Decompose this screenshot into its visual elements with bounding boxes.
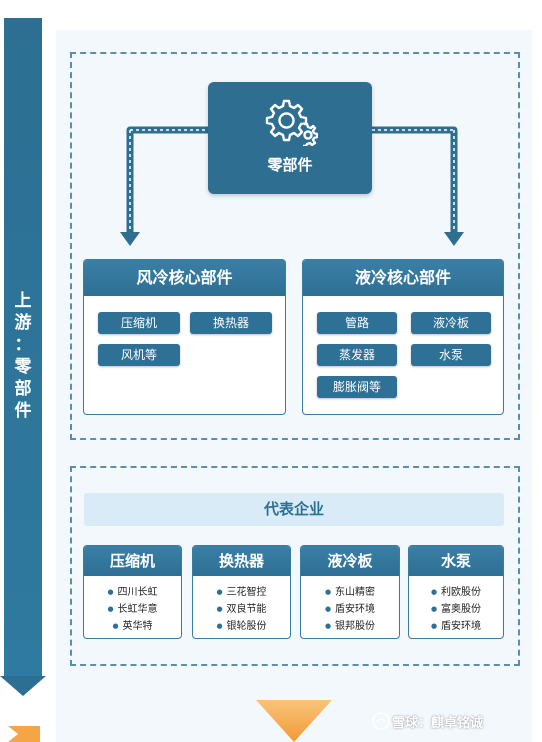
company-item: 长虹华意 [84, 601, 181, 618]
enterprise-list: 利欧股份 富奥股份 盾安环境 [409, 584, 503, 635]
watermark-text: 雪球：麒卓铭诚 [392, 716, 484, 731]
part-pipeline: 管路 [317, 312, 397, 334]
snowball-logo-icon [372, 712, 390, 730]
part-heat-exchanger: 换热器 [190, 312, 272, 334]
enterprise-card-title: 水泵 [409, 546, 503, 576]
company-item: 三花智控 [193, 584, 290, 601]
company-item: 富奥股份 [409, 601, 503, 618]
company-item: 双良节能 [193, 601, 290, 618]
liquid-cooling-card: 液冷核心部件 管路 液冷板 蒸发器 水泵 膨胀阀等 [302, 259, 504, 415]
stage-label-char: 部 [14, 379, 32, 399]
company-item: 英华特 [84, 618, 181, 635]
enterprises-header: 代表企业 [84, 493, 504, 526]
enterprise-card-heat-exchanger: 换热器 三花智控 双良节能 银轮股份 [192, 545, 291, 639]
stage-label-char: 零 [14, 357, 32, 377]
part-water-pump: 水泵 [411, 344, 491, 366]
company-item: 东山精密 [301, 584, 399, 601]
down-chevron-icon [256, 700, 332, 742]
company-item: 银邦股份 [301, 618, 399, 635]
components-frame [70, 52, 520, 440]
components-node: 零部件 [208, 82, 372, 194]
company-item: 盾安环境 [301, 601, 399, 618]
part-cold-plate: 液冷板 [411, 312, 491, 334]
enterprise-card-compressor: 压缩机 四川长虹 长虹华意 英华特 [83, 545, 182, 639]
enterprise-list: 东山精密 盾安环境 银邦股份 [301, 584, 399, 635]
stage-label-char: ： [14, 335, 32, 355]
company-item: 利欧股份 [409, 584, 503, 601]
enterprise-card-title: 压缩机 [84, 546, 181, 576]
part-expansion-valve: 膨胀阀等 [317, 376, 397, 398]
enterprise-list: 四川长虹 长虹华意 英华特 [84, 584, 181, 635]
enterprise-card-water-pump: 水泵 利欧股份 富奥股份 盾安环境 [408, 545, 504, 639]
stage-label-char: 上 [14, 291, 32, 311]
enterprises-frame [70, 466, 520, 666]
company-item: 银轮股份 [193, 618, 290, 635]
company-item: 四川长虹 [84, 584, 181, 601]
air-cooling-card: 风冷核心部件 压缩机 换热器 风机等 [83, 259, 286, 415]
stage-band-arrow [0, 676, 46, 696]
enterprise-card-title: 液冷板 [301, 546, 399, 576]
enterprise-list: 三花智控 双良节能 银轮股份 [193, 584, 290, 635]
components-title: 零部件 [267, 156, 313, 174]
orange-corner-shape [8, 726, 40, 742]
part-fan: 风机等 [98, 344, 180, 366]
stage-label-char: 件 [14, 401, 32, 421]
enterprise-card-cold-plate: 液冷板 东山精密 盾安环境 银邦股份 [300, 545, 400, 639]
gears-icon [265, 99, 318, 146]
stage-band [4, 18, 42, 678]
liquid-cooling-title: 液冷核心部件 [303, 260, 503, 296]
company-item: 盾安环境 [409, 618, 503, 635]
part-compressor: 压缩机 [98, 312, 180, 334]
stage-label-char: 游 [14, 313, 32, 333]
part-evaporator: 蒸发器 [317, 344, 397, 366]
air-cooling-title: 风冷核心部件 [84, 260, 285, 296]
stage-label: 上 游 ： 零 部 件 [4, 290, 42, 422]
enterprise-card-title: 换热器 [193, 546, 290, 576]
